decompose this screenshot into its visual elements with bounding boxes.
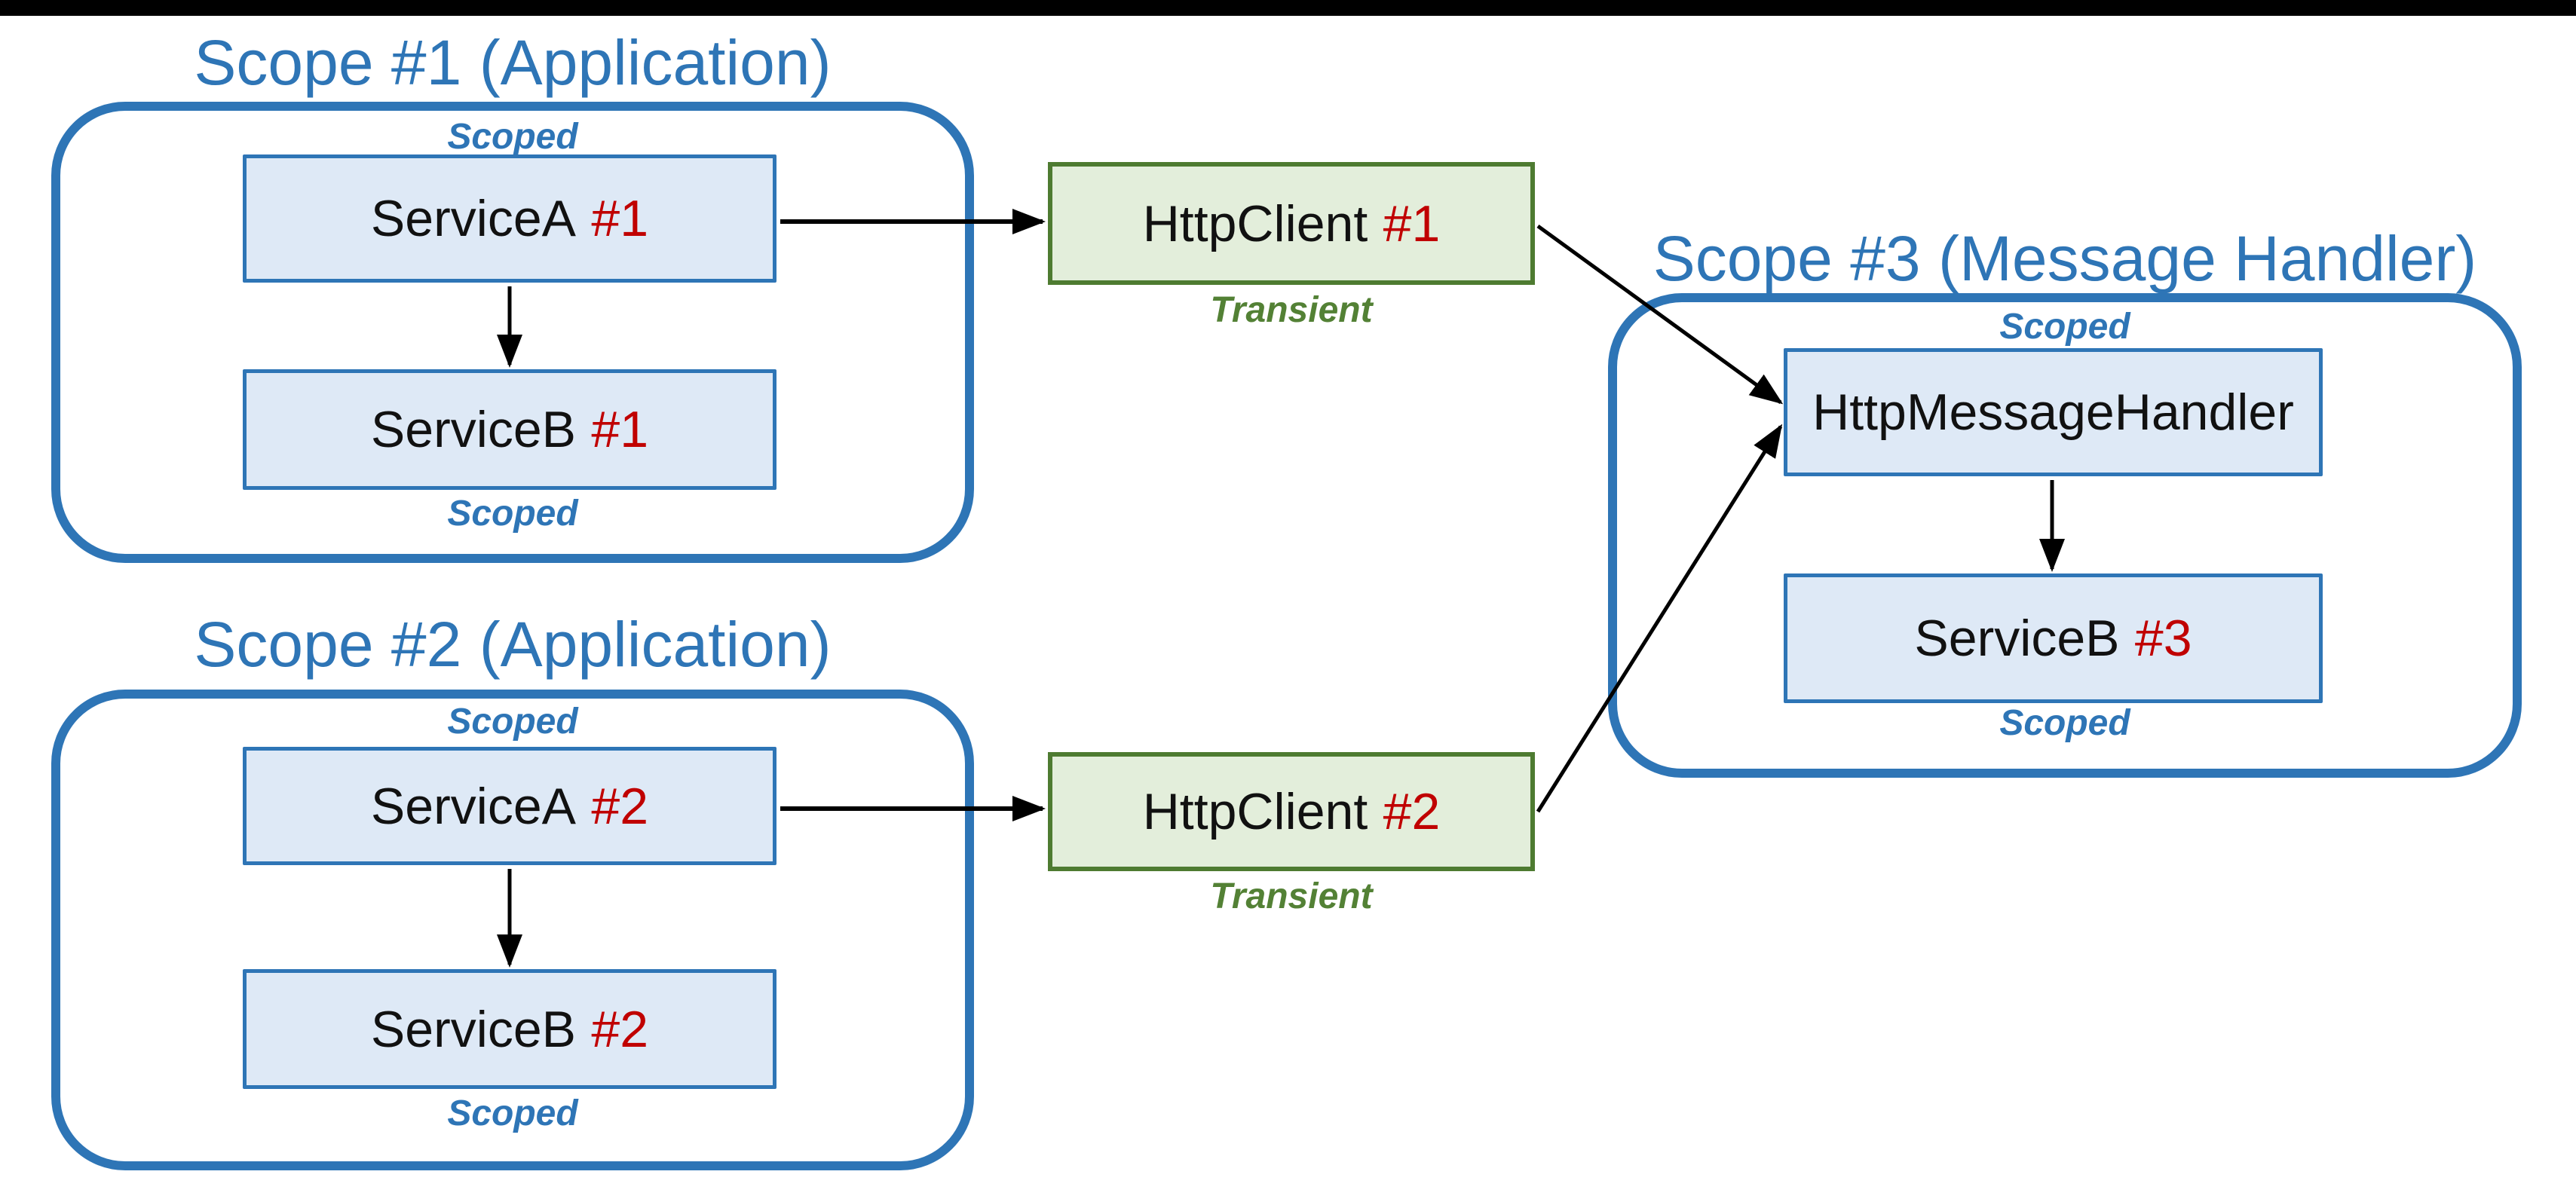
scope2-scoped-bottom-label: Scoped	[447, 1093, 578, 1133]
scope1-scoped-top-label: Scoped	[447, 117, 578, 157]
httpclient-1-transient-label: Transient	[1210, 290, 1373, 330]
serviceb-2-name: ServiceB	[370, 1000, 577, 1058]
service-box-servicea-1: ServiceA #1	[243, 154, 776, 283]
scope3-scoped-top-label: Scoped	[1999, 307, 2130, 347]
client-box-httpclient-1: HttpClient #1	[1048, 162, 1535, 285]
httpclient-2-instance: #2	[1383, 783, 1441, 840]
scope3-scoped-bottom-label: Scoped	[1999, 703, 2130, 743]
scope1-container	[51, 102, 974, 563]
scope3-title: Scope #3 (Message Handler)	[1652, 223, 2477, 294]
httpclient-2-name: HttpClient	[1142, 783, 1368, 840]
serviceb-3-instance: #3	[2134, 610, 2192, 667]
service-box-servicea-2: ServiceA #2	[243, 747, 776, 865]
scope3-container	[1608, 293, 2522, 778]
service-box-serviceb-2: ServiceB #2	[243, 969, 776, 1089]
scope2-scoped-top-label: Scoped	[447, 702, 578, 742]
serviceb-3-name: ServiceB	[1914, 610, 2120, 667]
servicea-2-instance: #2	[591, 777, 649, 835]
httpmessagehandler-name: HttpMessageHandler	[1812, 384, 2294, 441]
httpclient-2-transient-label: Transient	[1210, 876, 1373, 916]
top-black-bar	[0, 0, 2576, 16]
scope2-title: Scope #2 (Application)	[194, 609, 832, 680]
client-box-httpclient-2: HttpClient #2	[1048, 752, 1535, 871]
servicea-2-name: ServiceA	[370, 777, 577, 835]
httpclient-1-instance: #1	[1383, 194, 1441, 252]
scope1-scoped-bottom-label: Scoped	[447, 494, 578, 534]
servicea-1-instance: #1	[591, 190, 649, 247]
serviceb-2-instance: #2	[591, 1000, 649, 1058]
scope1-title: Scope #1 (Application)	[194, 27, 832, 98]
service-box-serviceb-1: ServiceB #1	[243, 369, 776, 490]
serviceb-1-name: ServiceB	[370, 401, 577, 458]
serviceb-1-instance: #1	[591, 401, 649, 458]
service-box-httpmessagehandler: HttpMessageHandler	[1784, 348, 2323, 476]
httpclient-1-name: HttpClient	[1142, 194, 1368, 252]
servicea-1-name: ServiceA	[370, 190, 577, 247]
service-box-serviceb-3: ServiceB #3	[1784, 573, 2323, 703]
